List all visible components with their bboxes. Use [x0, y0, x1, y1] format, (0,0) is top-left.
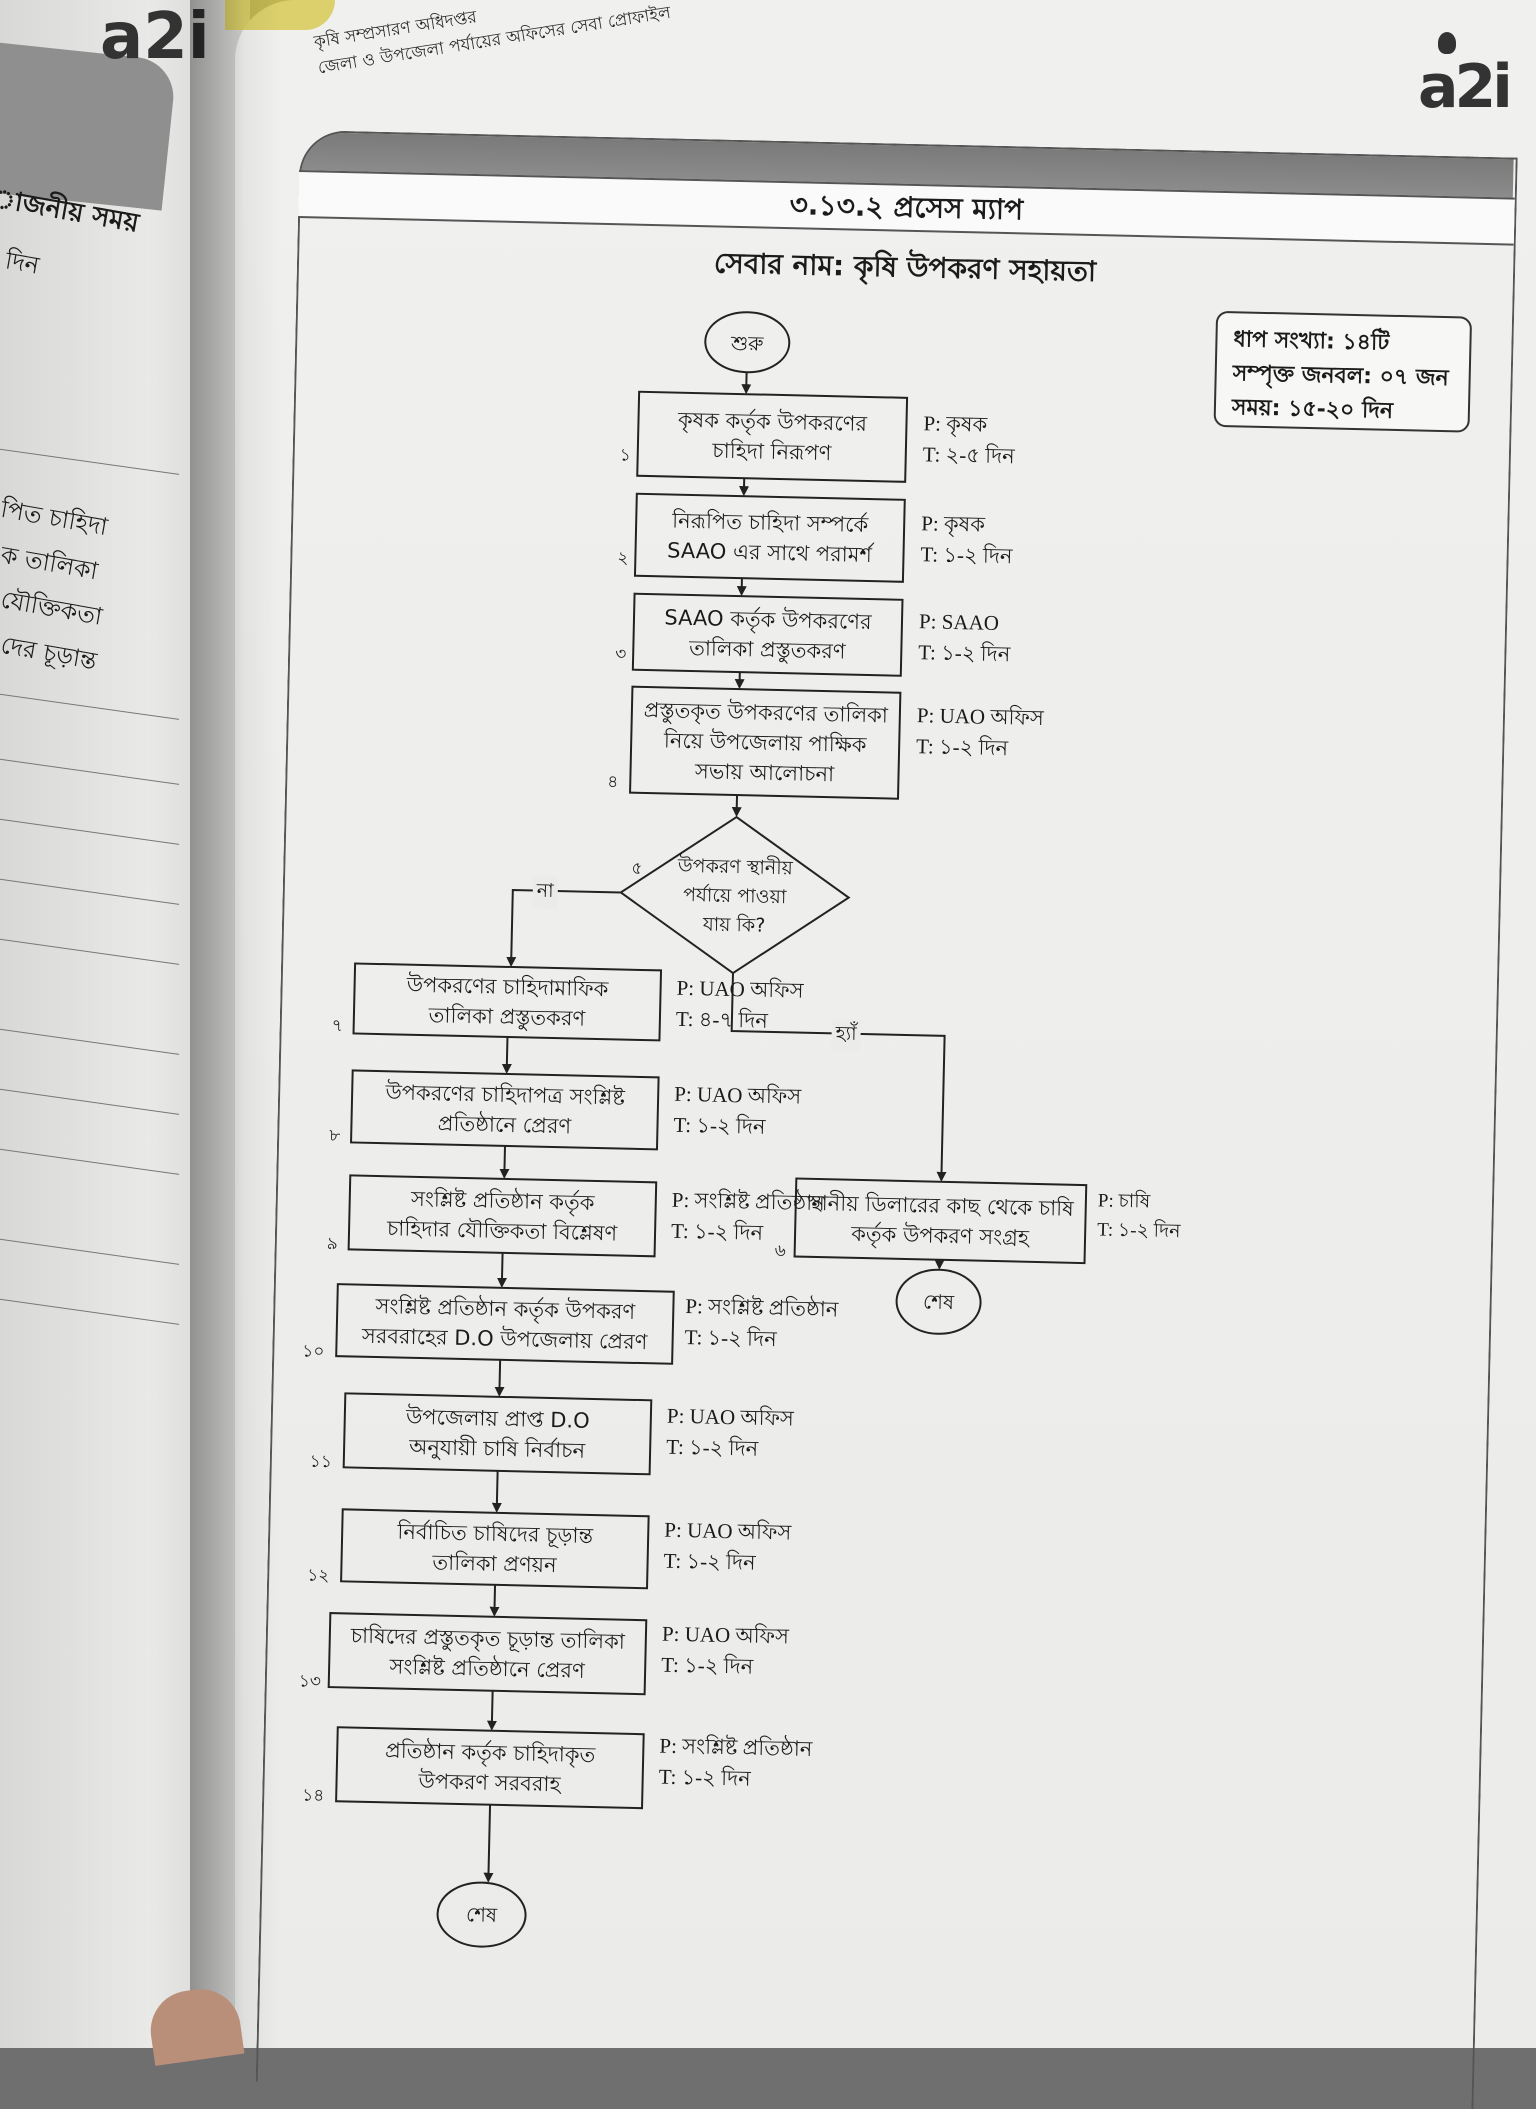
previous-page-rule [0, 691, 179, 720]
step-text-9: সংশ্লিষ্ট প্রতিষ্ঠান কর্তৃক চাহিদার যৌক্… [349, 1175, 657, 1256]
end-label-right: শেষ [896, 1285, 981, 1319]
a2i-logo: a2i [1418, 40, 1518, 140]
step-number: ৩ [615, 641, 627, 669]
step-text-13: চাষিদের প্রস্তুতকৃত চূড়ান্ত তালিকা সংশ্… [329, 1613, 647, 1694]
step-number: ১৩ [298, 1668, 321, 1696]
previous-page-rule [0, 1086, 179, 1115]
step-text-2: নিরূপিত চাহিদা সম্পর্কে SAAO এর সাথে পরা… [635, 494, 905, 582]
yes-branch-label: হ্যাঁ [831, 1019, 861, 1052]
step-number: ২ [617, 545, 629, 573]
step-text-11: উপজেলায় প্রাপ্ত D.O অনুযায়ী চাষি নির্ব… [344, 1393, 652, 1474]
previous-page-rule [0, 756, 179, 785]
step-text-4: প্রস্তুতকৃত উপকরণের তালিকা নিয়ে উপজেলায… [630, 687, 900, 799]
previous-page-day-text: দিন [2, 242, 42, 287]
decision-text: উপকরণ স্থানীয় পর্যায়ে পাওয়া যায় কি? [660, 848, 810, 943]
step-text-8: উপকরণের চাহিদাপত্র সংশ্লিষ্ট প্রতিষ্ঠানে… [351, 1070, 659, 1149]
previous-page-rule [0, 936, 179, 965]
step-number: ১০ [302, 1338, 325, 1366]
bird-icon [1438, 32, 1456, 54]
step-text-12: নির্বাচিত চাষিদের চূড়ান্ত তালিকা প্রণয়… [341, 1509, 649, 1588]
step-text-10: সংশ্লিষ্ট প্রতিষ্ঠান কর্তৃক উপকরণ সরবরাহ… [336, 1284, 674, 1364]
step-number: ৯ [326, 1231, 338, 1259]
step-text-6: স্থানীয় ডিলারের কাছ থেকে চাষি কর্তৃক উপ… [795, 1179, 1087, 1264]
start-label: শুরু [705, 327, 790, 359]
step-number: ৭ [331, 1013, 343, 1041]
step-number: ১ [619, 442, 631, 470]
step-number: ১১ [309, 1449, 332, 1477]
step-number: ১৪ [302, 1782, 325, 1810]
step-number: ১২ [307, 1563, 330, 1591]
previous-page-rule [0, 816, 179, 845]
no-branch-label: না [532, 876, 558, 909]
process-map-frame: ৩.১৩.২ প্রসেস ম্যাপ সেবার নাম: কৃষি উপকর… [256, 130, 1516, 2107]
previous-page-rule [0, 876, 179, 905]
previous-page-rule [0, 446, 179, 475]
step-text-7: উপকরণের চাহিদামাফিক তালিকা প্রস্তুতকরণ [354, 963, 662, 1040]
previous-page-rule [0, 1146, 179, 1175]
step-text-1: কৃষক কর্তৃক উপকরণের চাহিদা নিরূপণ [637, 392, 907, 482]
step-number: ৮ [329, 1123, 341, 1151]
step-responsibility: P: চাষিT: ১-২ দিন [1097, 1186, 1182, 1246]
step-text-14: প্রতিষ্ঠান কর্তৃক চাহিদাকৃত উপকরণ সরবরাহ [336, 1727, 644, 1808]
step-number: ৫ [631, 856, 643, 884]
previous-page-rule [0, 1026, 179, 1055]
previous-page-rule [0, 1296, 179, 1325]
previous-page-rule [0, 1236, 179, 1265]
step-text-3: SAAO কর্তৃক উপকরণের তালিকা প্রস্তুতকরণ [633, 594, 903, 676]
step-number: ৪ [607, 769, 619, 797]
end-label-left: শেষ [437, 1898, 526, 1932]
